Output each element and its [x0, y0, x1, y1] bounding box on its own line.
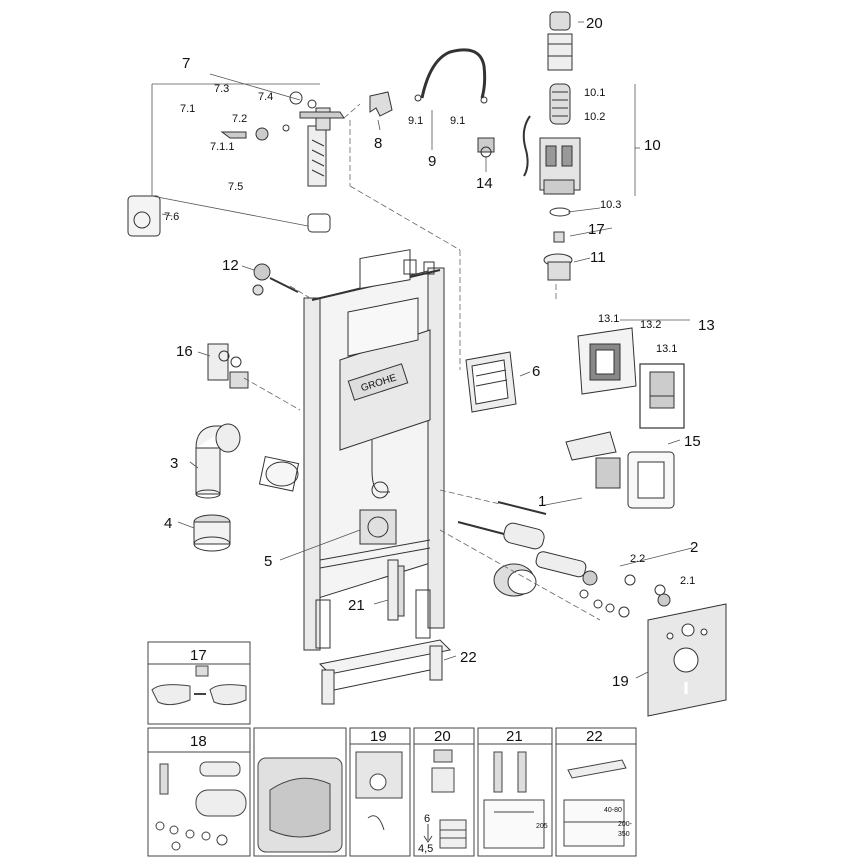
callout-20: 20: [586, 15, 603, 32]
callout-7-3: 7.3: [214, 83, 229, 95]
panel-17-title: 17: [190, 647, 207, 664]
callout-10-1: 10.1: [584, 87, 605, 99]
callout-12: 12: [222, 257, 239, 274]
detail-200: 200-: [618, 821, 633, 828]
wall-brackets: [387, 559, 405, 621]
actuator-frame: [577, 327, 685, 429]
panel-20-title: 20: [434, 728, 451, 745]
callout-10-3: 10.3: [600, 199, 621, 211]
callout-13-1b: 13.1: [656, 343, 677, 355]
callout-7-1: 7.1: [180, 103, 195, 115]
callout-17: 17: [588, 221, 605, 238]
callout-15: 15: [684, 433, 701, 450]
callout-9-1a: 9.1: [408, 115, 423, 127]
callout-2-1: 2.1: [680, 575, 695, 587]
callout-9: 9: [428, 153, 436, 170]
detail-6: 6: [424, 813, 430, 825]
panel-headers: 17 18 19 20 21 22: [190, 647, 603, 750]
callout-11: 11: [590, 249, 606, 266]
panel-22-title: 22: [586, 728, 603, 745]
callout-13: 13: [698, 317, 715, 334]
callout-21: 21: [348, 597, 365, 614]
callout-10: 10: [644, 137, 661, 154]
leader-lines: [151, 21, 693, 679]
callout-13-2: 13.2: [640, 319, 661, 331]
callout-7: 7: [182, 55, 190, 72]
installation-frame: [303, 249, 445, 651]
wall-bracket: [207, 343, 249, 389]
detail-40-80: 40-80: [604, 807, 622, 814]
detail-205: 205: [536, 823, 548, 830]
callout-2: 2: [690, 539, 698, 556]
callout-4: 4: [164, 515, 172, 532]
siphon-part: [547, 11, 573, 71]
anchor-bolt: [252, 263, 299, 296]
callout-labels: 1 2 2.2 2.1 3 4 5 6 7 7.3 7.4 7.1 7.2 7.…: [164, 15, 715, 690]
sound-pad: [647, 603, 727, 717]
protective-cover: [565, 431, 675, 509]
callout-19: 19: [612, 673, 629, 690]
bend-pipe: [193, 423, 300, 552]
callout-1: 1: [538, 493, 546, 510]
callout-3: 3: [170, 455, 178, 472]
fill-valve-assembly: [127, 91, 345, 237]
panel-19-title: 19: [370, 728, 387, 745]
stop-valve: [477, 137, 495, 158]
callout-7-1-1: 7.1.1: [210, 141, 234, 153]
callout-7-4: 7.4: [258, 91, 273, 103]
panel-21-title: 21: [506, 728, 523, 745]
detail-labels: 6 4,5 205 40-80 200- 350: [418, 807, 633, 855]
flex-hose: [420, 48, 487, 99]
callout-6: 6: [532, 363, 540, 380]
callout-7-5: 7.5: [228, 181, 243, 193]
detail-4-5: 4,5: [418, 843, 433, 855]
bracket-clip: [369, 91, 393, 117]
callout-7-2: 7.2: [232, 113, 247, 125]
callout-16: 16: [176, 343, 193, 360]
detail-panels: [147, 641, 637, 857]
callout-22: 22: [460, 649, 477, 666]
panel-18-title: 18: [190, 733, 207, 750]
callout-2-2: 2.2: [630, 553, 645, 565]
connector-pipes: [457, 501, 671, 618]
detail-350: 350: [618, 831, 630, 838]
callout-5: 5: [264, 553, 272, 570]
service-opening-box: [465, 351, 517, 413]
callout-10-2: 10.2: [584, 111, 605, 123]
flush-valve: [522, 83, 581, 281]
callout-13-1a: 13.1: [598, 313, 619, 325]
callout-8: 8: [374, 135, 382, 152]
callout-14: 14: [476, 175, 493, 192]
callout-7-6: 7.6: [164, 211, 179, 223]
assembly-guides: [243, 103, 601, 621]
callout-9-1b: 9.1: [450, 115, 465, 127]
floor-stand: [318, 639, 452, 705]
